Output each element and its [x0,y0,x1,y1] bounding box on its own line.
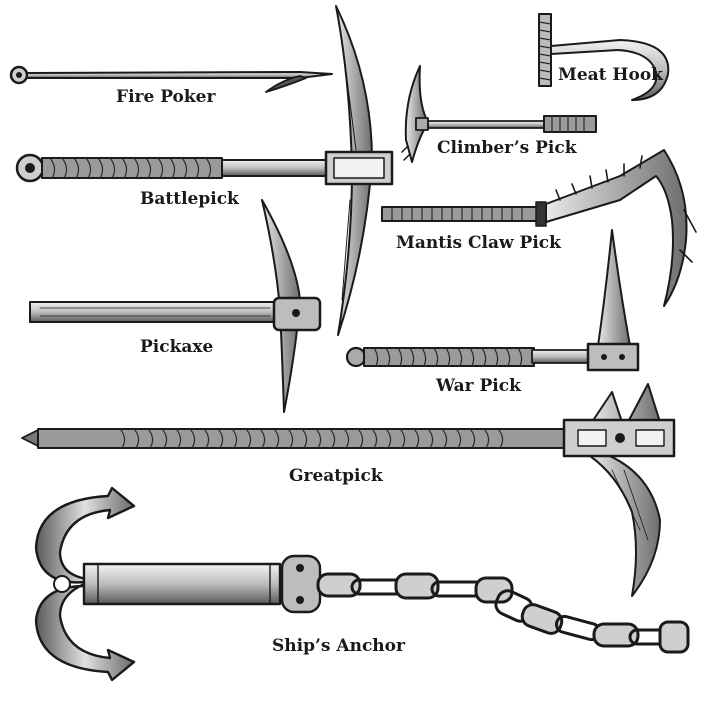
battlepick-grip [49,157,212,179]
climbers-pick-label: Climber’s Pick [437,138,578,158]
mantis-claw-pick-handle [381,206,541,222]
ships-anchor-shank [82,562,282,606]
pickaxe-handle [29,301,279,323]
meat-hook-label: Meat Hook [558,65,664,85]
pickaxe-label: Pickaxe [140,337,214,357]
greatpick-spikes [591,383,661,423]
mantis-claw-pick [381,149,697,307]
ships-anchor-chain [316,572,690,654]
meat-hook-hook [550,39,670,101]
greatpick-label: Greatpick [289,466,384,486]
climbers-pick-shaft [427,120,547,129]
war-pick-socket [586,342,640,372]
battlepick-label: Battlepick [140,189,240,209]
greatpick [21,383,676,597]
war-pick-spike [597,229,631,347]
meat-hook [538,13,670,101]
climbers-pick-head [404,65,427,163]
greatpick-pommel [21,429,39,447]
battlepick-handle [41,157,223,179]
mantis-claw-pick-claw [545,149,688,307]
pickaxe [29,199,322,413]
fire-poker-rod [26,71,333,79]
war-pick-label: War Pick [435,376,522,396]
fire-poker-label: Fire Poker [116,87,216,107]
mantis-claw-pick-label: Mantis Claw Pick [396,233,562,253]
ships-anchor [34,486,690,682]
climbers-pick-grip [543,115,597,133]
war-pick [345,229,640,372]
meat-hook-handle [538,13,552,87]
greatpick-handle [37,428,565,449]
fire-poker-hook [265,75,307,93]
climbers-pick [401,65,597,163]
battlepick [15,5,394,336]
ships-anchor-label: Ship’s Anchor [272,636,406,656]
fire-poker [9,65,333,93]
